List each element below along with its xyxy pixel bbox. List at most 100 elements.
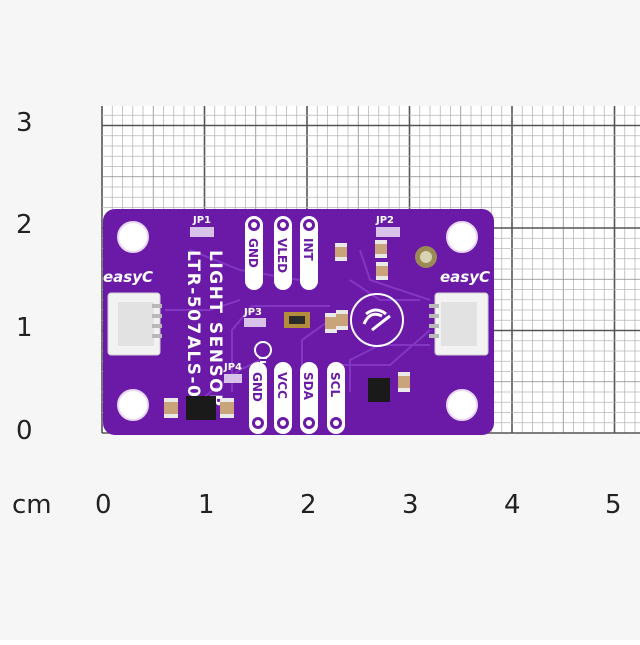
- x-tick-1: 1: [198, 490, 215, 520]
- bottom-pin-hole-center: [280, 420, 286, 426]
- jumper-pads-jp1: [190, 227, 214, 237]
- smd-component: [376, 262, 388, 280]
- bulb-icon-base: [259, 357, 267, 363]
- y-tick-1: 1: [16, 313, 33, 343]
- x-tick-3: 3: [402, 490, 419, 520]
- bottom-pin-label: VCC: [275, 372, 289, 399]
- top-pin-label: INT: [301, 238, 315, 262]
- smd-component: [398, 372, 410, 392]
- jumper-label-jp2: JP2: [375, 215, 394, 226]
- smd-terminal: [376, 262, 388, 266]
- bottom-pin-label: SCL: [328, 372, 342, 397]
- top-pin-pad: [300, 216, 318, 290]
- bottom-pin-label-group: GND: [250, 372, 264, 402]
- smd-terminal: [398, 372, 410, 376]
- smd-terminal: [336, 326, 348, 330]
- right-connector-inner: [441, 302, 477, 346]
- mounting-hole: [447, 222, 477, 252]
- jumper-pads-jp3: [244, 318, 266, 327]
- connector-pin: [429, 324, 439, 328]
- smd-terminal: [335, 243, 347, 247]
- mounting-hole-ring: [446, 221, 478, 253]
- smd-terminal: [398, 388, 410, 392]
- bottom-pin-pad: [249, 362, 267, 434]
- smd-terminal: [220, 398, 234, 402]
- x-tick-4: 4: [504, 490, 521, 520]
- x-tick-0: 0: [95, 490, 112, 520]
- pcb-trace: [231, 305, 330, 392]
- smd-component: [335, 243, 347, 261]
- brand-logo-icon: [350, 293, 404, 347]
- bottom-pin-label-group: VCC: [275, 372, 289, 399]
- y-tick-3: 3: [16, 108, 33, 138]
- top-pin-label-group: INT: [301, 238, 315, 262]
- smd-terminal: [325, 329, 337, 333]
- smd-terminal: [325, 313, 337, 317]
- bottom-pin-label-group: SDA: [301, 372, 315, 401]
- connector-pin: [152, 304, 162, 308]
- smd-terminal: [164, 398, 178, 402]
- bottom-pin-hole-center: [333, 420, 339, 426]
- left-connector-inner: [118, 302, 154, 346]
- x-tick-2: 2: [300, 490, 317, 520]
- pcb-trace: [359, 249, 431, 301]
- mounting-hole-ring: [117, 221, 149, 253]
- regulator-ic: [186, 396, 216, 420]
- smd-terminal: [336, 310, 348, 314]
- top-pin-label-group: VLED: [275, 238, 289, 273]
- connector-pin: [429, 304, 439, 308]
- bottom-pin-label: SDA: [301, 372, 315, 401]
- smd-component: [336, 310, 348, 330]
- top-pin-hole-center: [306, 222, 312, 228]
- top-pin-hole-center: [280, 222, 286, 228]
- x-tick-5: 5: [605, 490, 622, 520]
- pcb-trace: [165, 299, 241, 311]
- title-line-2: LTR-507ALS-01: [183, 250, 203, 412]
- smd-component: [325, 313, 337, 333]
- top-pin-pad: [245, 216, 263, 290]
- bottom-pin-pad: [274, 362, 292, 434]
- light-sensor-window: [289, 316, 305, 324]
- jumper-label-jp3: JP3: [243, 307, 262, 318]
- connector-pin: [152, 324, 162, 328]
- smd-terminal: [375, 254, 387, 258]
- bottom-pin-label: GND: [250, 372, 264, 402]
- smd-terminal: [335, 257, 347, 261]
- smd-terminal: [376, 276, 388, 280]
- top-pin-label: VLED: [275, 238, 289, 273]
- mounting-hole: [118, 222, 148, 252]
- connector-pin: [152, 314, 162, 318]
- top-pin-label-group: GND: [246, 238, 260, 268]
- connector-pin: [152, 334, 162, 338]
- led-lens: [420, 251, 432, 263]
- pcb-trace: [349, 344, 430, 392]
- level-shifter-ic: [368, 378, 390, 402]
- top-pin-pad: [274, 216, 292, 290]
- unit-label: cm: [12, 490, 52, 520]
- bottom-pin-pad: [300, 362, 318, 434]
- title-line-1: LIGHT SENSOR: [205, 250, 225, 409]
- smd-component: [220, 398, 234, 418]
- brand-logo-mark: [362, 308, 391, 332]
- jumper-label-jp4: JP4: [223, 362, 242, 373]
- smd-terminal: [220, 414, 234, 418]
- bottom-pin-hole-center: [306, 420, 312, 426]
- mounting-hole: [118, 390, 148, 420]
- jumper-pads-jp2: [376, 227, 400, 237]
- connector-pin: [429, 334, 439, 338]
- mounting-hole: [447, 390, 477, 420]
- smd-component: [375, 240, 387, 258]
- jumper-pads-jp4: [224, 374, 242, 383]
- brand-left: easyC: [103, 268, 153, 286]
- bottom-pin-pad: [327, 362, 345, 434]
- bottom-pin-label-group: SCL: [328, 372, 342, 397]
- mounting-hole-ring: [117, 389, 149, 421]
- y-tick-2: 2: [16, 210, 33, 240]
- smd-terminal: [164, 414, 178, 418]
- y-tick-0: 0: [16, 416, 33, 446]
- pcb-trace: [349, 279, 420, 301]
- connector-pin: [429, 314, 439, 318]
